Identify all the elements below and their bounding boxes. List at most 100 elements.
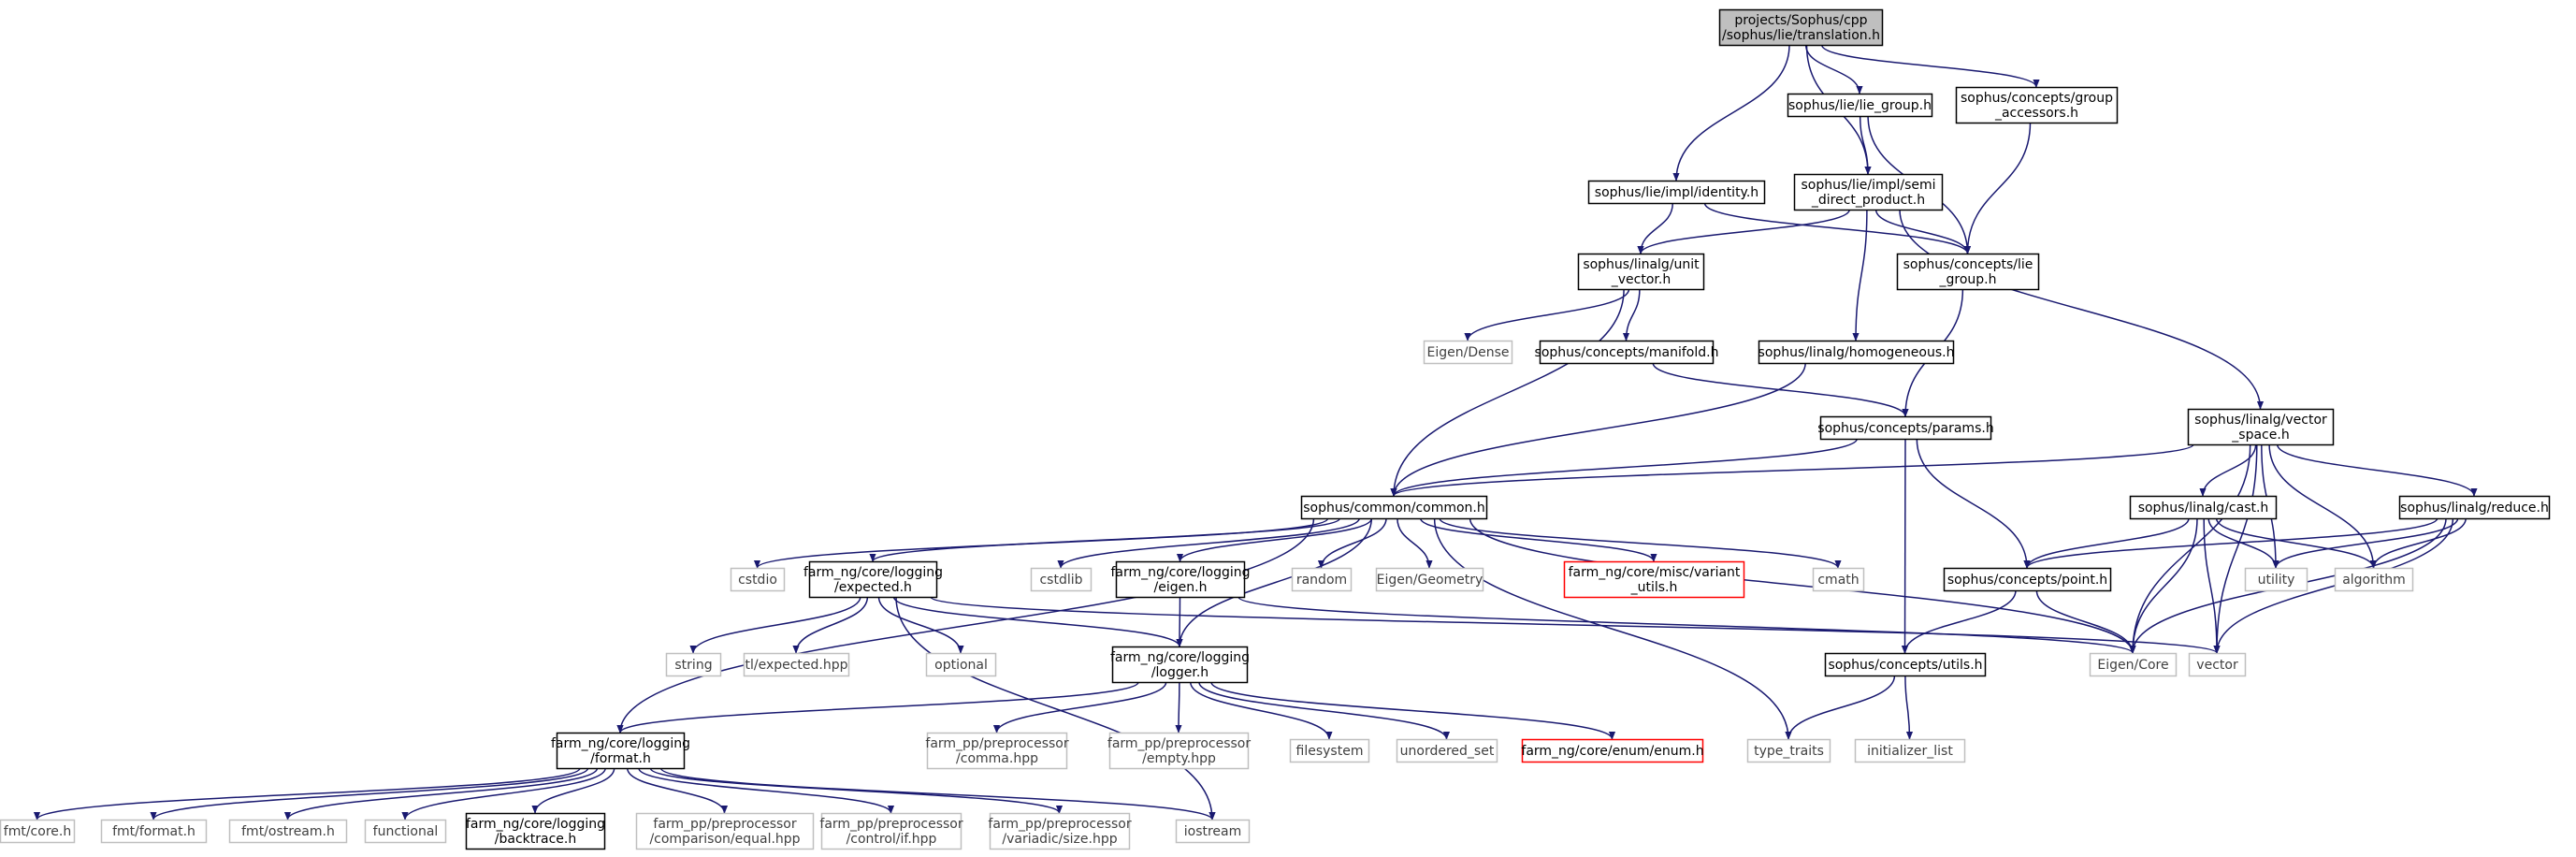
node-label-line: /comparison/equal.hpp [649,832,800,847]
node-label-line: /sophus/lie/translation.h [1722,28,1880,43]
edge-logger-to-unordered_set [1198,681,1451,740]
edges-layer [34,44,2478,821]
node-label-line: cmath [1817,573,1859,588]
node-point[interactable]: sophus/concepts/point.h [1943,567,2112,592]
node-label-line: sophus/concepts/manifold.h [1535,345,1719,360]
node-optional: optional [925,652,997,677]
node-label-line: sophus/linalg/reduce.h [2400,501,2549,516]
node-iostream: iostream [1175,819,1251,844]
node-box [1854,738,1966,763]
node-label-line: _vector.h [1611,272,1671,287]
node-manifold[interactable]: sophus/concepts/manifold.h [1535,340,1719,365]
node-vector-space[interactable]: sophus/linalg/vector_space.h [2187,408,2335,446]
node-box [1718,8,1884,47]
node-lie-group-h[interactable]: sophus/lie/lie_group.h [1787,93,1933,118]
node-label-line: /format.h [590,751,651,766]
node-box [0,819,76,844]
node-label-line: farm_ng/core/logging [1110,565,1250,580]
node-box [1563,560,1745,599]
node-label-line: sophus/lie/lie_group.h [1788,98,1932,113]
node-label-line: unordered_set [1400,744,1495,759]
node-semi-direct[interactable]: sophus/lie/impl/semi_direct_product.h [1793,173,1944,211]
node-label-line: farm_pp/preprocessor [1107,736,1251,751]
node-label-line: /expected.h [834,580,912,595]
node-label-line: farm_ng/core/misc/variant [1569,565,1741,580]
node-eigen-h[interactable]: farm_ng/core/logging/eigen.h [1110,560,1251,599]
edge-unit_vector-to-manifold [1622,288,1641,341]
node-common[interactable]: sophus/common/common.h [1300,495,1488,520]
node-label-line: sophus/concepts/params.h [1817,421,1993,436]
node-box [1824,652,1987,677]
node-box [2334,567,2414,592]
edge-common-to-variant_utils [1419,517,1657,562]
edge-params-to-point [1916,438,2031,569]
node-box [1793,173,1944,211]
node-control-if: farm_pp/preprocessor/control/if.hpp [819,812,963,850]
node-box [1291,567,1353,592]
node-label-line: _space.h [2231,428,2289,443]
node-utils[interactable]: sophus/concepts/utils.h [1824,652,1987,677]
node-box [2089,652,2178,677]
edge-cast-to-eigen_core [2129,517,2198,654]
node-box [1955,86,2119,124]
node-label-line: algorithm [2342,573,2406,588]
edge-semi_direct-to-homogeneous [1852,209,1868,341]
node-reduce[interactable]: sophus/linalg/reduce.h [2398,495,2551,520]
node-box [1111,646,1249,684]
node-box [820,812,962,850]
node-box [364,819,447,844]
node-random: random [1291,567,1353,592]
node-comma: farm_pp/preprocessor/comma.hpp [925,732,1069,770]
edge-format-to-comparison_equal [626,767,729,814]
node-box [1108,732,1250,770]
node-box [1396,738,1498,763]
node-label-line: _group.h [1939,272,1997,287]
node-backtrace[interactable]: farm_ng/core/logging/backtrace.h [465,812,606,850]
node-homogeneous[interactable]: sophus/linalg/homogeneous.h [1758,340,1955,365]
node-eigen-core: Eigen/Core [2089,652,2178,677]
edge-format-to-iostream [659,767,1216,821]
edge-cast-to-algorithm [2215,517,2378,569]
node-vector: vector [2188,652,2247,677]
node-box [556,732,686,770]
node-label-line: Eigen/Core [2097,658,2168,673]
node-box [808,560,938,599]
node-identity[interactable]: sophus/lie/impl/identity.h [1587,180,1766,205]
node-box [926,732,1068,770]
node-label-line: sophus/linalg/unit [1583,257,1700,272]
node-format[interactable]: farm_ng/core/logging/format.h [551,732,690,770]
node-expected[interactable]: farm_ng/core/logging/expected.h [803,560,943,599]
node-label-line: projects/Sophus/cpp [1734,13,1867,28]
node-box [1746,738,1831,763]
node-box [1587,180,1766,205]
edge-format-to-fmt_format [150,767,589,821]
node-concepts-lie-group[interactable]: sophus/concepts/lie_group.h [1896,253,2040,291]
edge-params-to-common [1390,438,1859,497]
node-unit-vector[interactable]: sophus/linalg/unit_vector.h [1577,253,1705,291]
edge-format-to-fmt_core [34,767,581,821]
node-label-line: sophus/concepts/utils.h [1828,658,1982,673]
node-label-line: /backtrace.h [495,832,576,847]
edge-expected-to-string [689,596,861,654]
node-box [1423,340,1513,365]
node-logger[interactable]: farm_ng/core/logging/logger.h [1110,646,1250,684]
node-group-accessors[interactable]: sophus/concepts/group_accessors.h [1955,86,2119,124]
edge-params-to-utils [1901,438,1909,654]
edge-format-to-functional [401,767,606,821]
edge-point-to-eigen_core [2035,589,2136,654]
node-cast[interactable]: sophus/linalg/cast.h [2129,495,2278,520]
node-label-line: filesystem [1296,744,1364,759]
node-label-line: sophus/linalg/homogeneous.h [1758,345,1955,360]
node-filesystem: filesystem [1289,738,1370,763]
edge-common-to-logger [1176,517,1373,647]
edge-format-to-variadic_size [649,767,1063,814]
node-enum-h: farm_ng/core/enum/enum.h [1521,738,1704,763]
node-label-line: functional [373,824,439,839]
edge-common-to-format [616,517,1315,734]
node-box [2187,408,2335,446]
edge-expected-to-iostream [895,596,1216,821]
edge-utils-to-initializer_list [1904,675,1914,740]
node-box [2188,652,2247,677]
node-params[interactable]: sophus/concepts/params.h [1817,415,1994,441]
node-label-line: string [674,658,712,673]
